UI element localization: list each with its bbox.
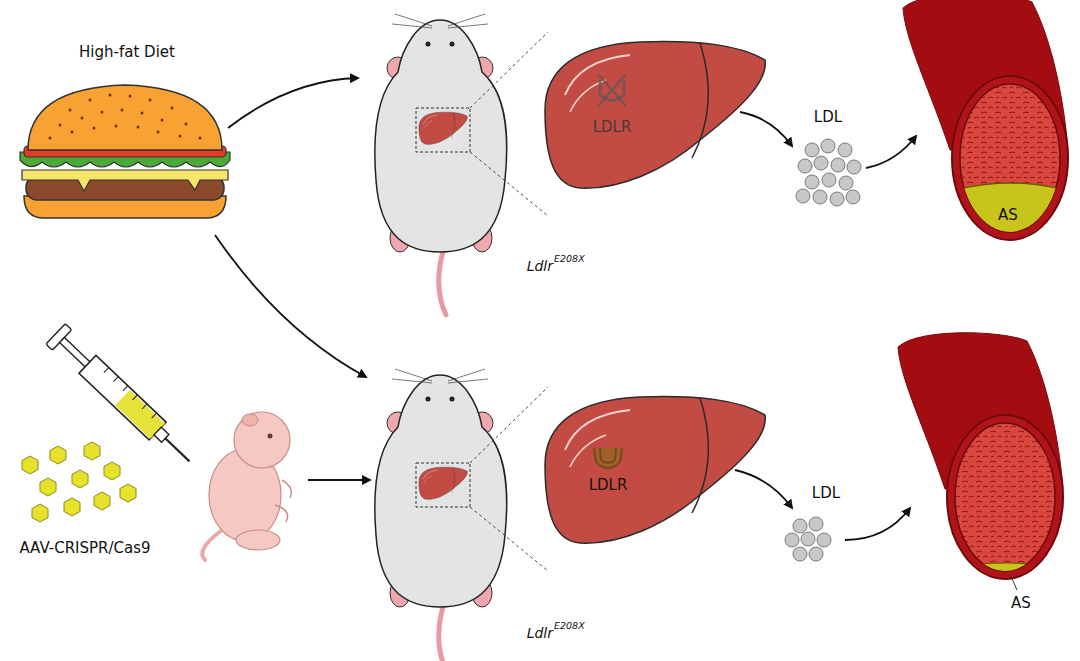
arrow xyxy=(845,508,910,540)
vector-label: AAV-CRISPR/Cas9 xyxy=(19,540,150,557)
syringe xyxy=(46,324,199,472)
liver-top xyxy=(545,42,765,189)
genotype-label: Ldlr xyxy=(527,258,553,274)
arrow xyxy=(215,235,366,377)
receptor-label: LDLR xyxy=(589,477,628,494)
pup xyxy=(202,412,291,560)
allele-superscript: E208X xyxy=(554,621,585,632)
receptor-label: LDLR xyxy=(593,119,632,136)
vessel-bottom xyxy=(898,333,1063,590)
mouse-top xyxy=(375,14,548,315)
arrow xyxy=(866,136,916,168)
allele-superscript: E208X xyxy=(554,254,585,265)
arrow xyxy=(740,112,792,146)
genotype-label: Ldlr xyxy=(527,625,553,641)
arrow xyxy=(735,470,792,508)
liver-bottom xyxy=(545,397,765,544)
particle-label: LDL xyxy=(814,109,842,126)
arrow xyxy=(308,479,370,481)
aav-particles xyxy=(22,442,136,522)
particle-label: LDL xyxy=(812,485,840,502)
vessel-top xyxy=(903,0,1068,250)
mouse-bottom xyxy=(375,369,548,661)
title-label: High-fat Diet xyxy=(79,44,175,61)
plaque-label: AS xyxy=(1011,595,1031,612)
arrow xyxy=(228,78,358,128)
plaque-label: AS xyxy=(998,207,1018,224)
ldl-particles-bottom xyxy=(785,517,831,561)
burger xyxy=(20,85,230,218)
ldl-particles-top xyxy=(796,139,861,206)
